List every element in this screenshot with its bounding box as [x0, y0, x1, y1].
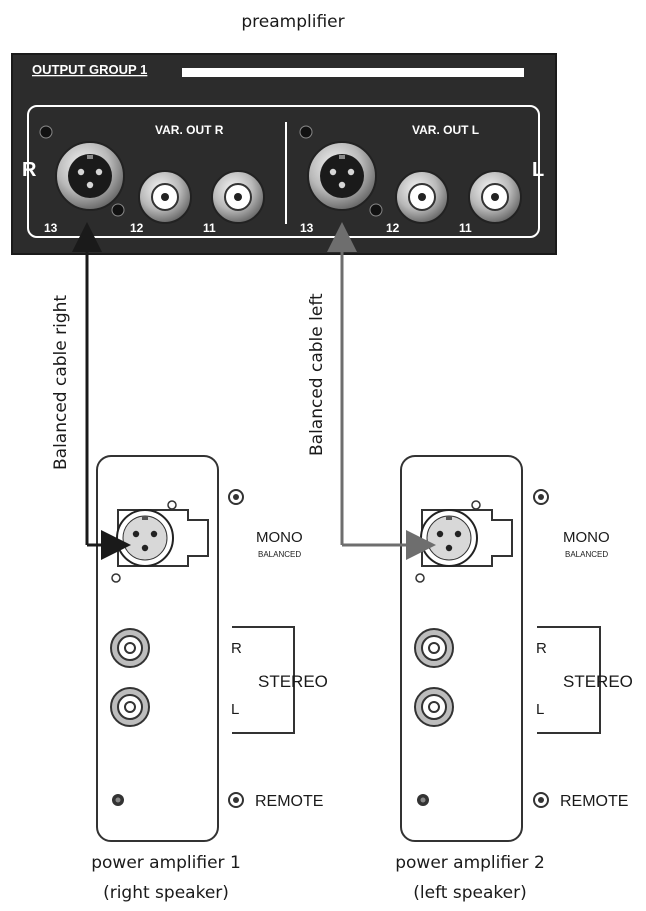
screw-icon — [39, 125, 53, 139]
amp1-mono-label: MONO — [256, 529, 303, 546]
amp2-stereo-bracket — [537, 626, 601, 734]
amp2-caption-line1: power amplifier 2 — [395, 853, 545, 873]
var-out-l-label: VAR. OUT L — [412, 123, 479, 137]
power-amp-2-panel — [400, 455, 523, 842]
side-label-l: L — [532, 159, 544, 181]
remote-jack-amp1[interactable] — [112, 794, 124, 806]
jack-number-13-left: 13 — [300, 221, 314, 235]
xlr-out-left[interactable] — [307, 141, 377, 211]
amp1-stereo-bracket — [232, 626, 295, 734]
output-group-label: OUTPUT GROUP 1 — [32, 62, 147, 77]
cable-right — [72, 222, 131, 560]
output-group-bar — [182, 68, 524, 77]
amp2-balanced-label: BALANCED — [565, 550, 608, 559]
amp1-caption-line1: power amplifier 1 — [91, 853, 241, 873]
cable-left — [327, 222, 436, 560]
side-label-r: R — [22, 159, 37, 181]
amp1-caption-line2: (right speaker) — [103, 883, 229, 903]
var-out-r-label: VAR. OUT R — [155, 123, 224, 137]
rca-in-r-amp1[interactable] — [110, 628, 150, 668]
amp2-l-label: L — [536, 701, 544, 718]
jack-number-11-right: 11 — [203, 221, 216, 235]
amp1-l-label: L — [231, 701, 239, 718]
amp1-labels: MONO BALANCED R STEREO L REMOTE — [228, 489, 328, 810]
jack-number-12-left: 12 — [386, 221, 400, 235]
remote-jack-amp2[interactable] — [417, 794, 429, 806]
rca-in-l-amp1[interactable] — [110, 687, 150, 727]
cable-label-left: Balanced cable left — [307, 293, 327, 456]
rca-jack-12-left[interactable] — [395, 170, 449, 224]
amp1-remote-label: REMOTE — [255, 793, 323, 810]
preamp-panel: OUTPUT GROUP 1 R L VAR. OUT R VAR. OUT L — [11, 53, 557, 255]
rca-jack-12-right[interactable] — [138, 170, 192, 224]
jack-number-13-right: 13 — [44, 221, 58, 235]
amp1-stereo-label: STEREO — [258, 672, 328, 691]
amp1-r-label: R — [231, 640, 242, 657]
amp2-stereo-label: STEREO — [563, 672, 633, 691]
rca-jack-11-right[interactable] — [211, 170, 265, 224]
power-amp-1-panel — [96, 455, 219, 842]
screw-hole-icon — [167, 500, 177, 510]
amp2-r-label: R — [536, 640, 547, 657]
screw-icon — [299, 125, 313, 139]
screw-icon — [369, 203, 383, 217]
rca-jack-11-left[interactable] — [468, 170, 522, 224]
xlr-in-amp1[interactable] — [116, 509, 174, 567]
rca-in-r-amp2[interactable] — [414, 628, 454, 668]
amp2-mono-label: MONO — [563, 529, 610, 546]
connector-outline — [27, 105, 540, 238]
jack-number-12-right: 12 — [130, 221, 144, 235]
amp1-balanced-label: BALANCED — [258, 550, 301, 559]
amp2-remote-label: REMOTE — [560, 793, 628, 810]
xlr-in-amp2[interactable] — [420, 509, 478, 567]
amp2-labels: MONO BALANCED R STEREO L REMOTE — [533, 489, 633, 810]
cable-label-right: Balanced cable right — [51, 295, 71, 470]
xlr-out-right[interactable] — [55, 141, 125, 211]
screw-hole-icon — [415, 573, 425, 583]
amp2-caption-line2: (left speaker) — [413, 883, 526, 903]
rca-in-l-amp2[interactable] — [414, 687, 454, 727]
screw-icon — [111, 203, 125, 217]
jack-number-11-left: 11 — [459, 221, 472, 235]
preamp-title: preamplifier — [241, 12, 344, 32]
screw-hole-icon — [471, 500, 481, 510]
screw-hole-icon — [111, 573, 121, 583]
